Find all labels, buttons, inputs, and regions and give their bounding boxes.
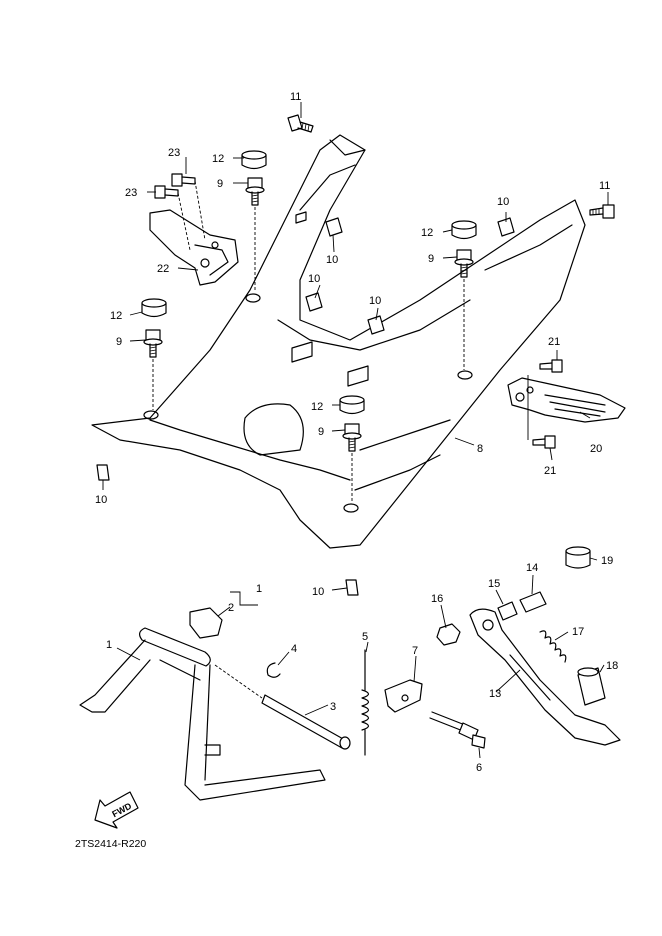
callout-9-top: 9 — [217, 178, 223, 190]
bolt-11-top — [287, 114, 314, 133]
callout-14: 14 — [526, 562, 538, 574]
callout-8: 8 — [477, 443, 483, 455]
callout-2: 2 — [228, 602, 234, 614]
clip-4 — [266, 662, 281, 678]
pin-3 — [214, 664, 351, 750]
callouts: 11 12 9 23 23 22 12 9 10 10 10 10 10 12 … — [95, 91, 618, 774]
callout-21-top: 21 — [548, 336, 560, 348]
nut-16 — [436, 623, 461, 646]
callout-22: 22 — [157, 263, 169, 275]
bracket-7 — [384, 679, 423, 713]
callout-17: 17 — [572, 626, 584, 638]
cap-12-center — [339, 395, 365, 415]
callout-21-bottom: 21 — [544, 465, 556, 477]
main-stand-1 — [79, 627, 326, 801]
callout-11-top: 11 — [290, 91, 301, 103]
callout-10-right: 10 — [497, 196, 509, 208]
callout-11-right: 11 — [599, 180, 610, 192]
bolt-6 — [429, 711, 486, 749]
callout-23-left: 23 — [125, 187, 137, 199]
diagram-code: 2TS2414-R220 — [75, 838, 146, 850]
cap-12-left — [141, 298, 167, 318]
bolt-9-center — [342, 423, 362, 503]
bolt-23-b — [154, 185, 191, 251]
callout-5: 5 — [362, 631, 368, 643]
callout-1: 1 — [106, 639, 112, 651]
cap-12-top — [241, 150, 267, 170]
spring-5 — [361, 649, 370, 756]
bolt-9-top — [245, 177, 265, 290]
callout-9-left: 9 — [116, 336, 122, 348]
leader-lines — [102, 102, 609, 759]
sleeve-18 — [577, 667, 606, 706]
callout-9-center: 9 — [318, 426, 324, 438]
cap-12-right — [451, 220, 477, 240]
callout-12-center: 12 — [311, 401, 323, 413]
bracket-22 — [149, 209, 239, 286]
callout-9-right: 9 — [428, 253, 434, 265]
callout-23-top: 23 — [168, 147, 180, 159]
callout-6: 6 — [476, 762, 482, 774]
callout-10-left: 10 — [95, 494, 107, 506]
bolt-23-a — [171, 173, 206, 241]
callout-7: 7 — [412, 645, 418, 657]
footrest-20 — [507, 377, 626, 423]
callout-12-top: 12 — [212, 153, 224, 165]
bolt-21-bottom — [532, 435, 556, 449]
bolt-9-right — [454, 249, 474, 370]
callout-10-bottom: 10 — [312, 586, 324, 598]
callout-18: 18 — [606, 660, 618, 672]
bolt-14 — [519, 591, 547, 613]
forward-arrow-icon: FWD — [94, 791, 139, 829]
bolt-9-left — [143, 329, 163, 410]
callout-12-left: 12 — [110, 310, 122, 322]
spring-17 — [539, 630, 567, 663]
callout-10-mid-a: 10 — [308, 273, 320, 285]
callout-13: 13 — [489, 688, 501, 700]
callout-3: 3 — [330, 701, 336, 713]
bushing-19 — [565, 546, 591, 569]
callout-12-right: 12 — [421, 227, 433, 239]
callout-19: 19 — [601, 555, 613, 567]
callout-20: 20 — [590, 443, 602, 455]
callout-10-top: 10 — [326, 254, 338, 266]
footrest-board — [91, 134, 586, 549]
callout-16: 16 — [431, 593, 443, 605]
callout-4: 4 — [291, 643, 297, 655]
callout-10-mid-b: 10 — [369, 295, 381, 307]
callout-15: 15 — [488, 578, 500, 590]
bolt-11-right — [589, 204, 615, 219]
pad-2 — [189, 607, 223, 639]
callout-1-top: 1 — [256, 583, 262, 595]
collar-15 — [497, 601, 518, 621]
side-stand-13 — [469, 608, 621, 746]
bolt-21-top — [539, 359, 563, 373]
